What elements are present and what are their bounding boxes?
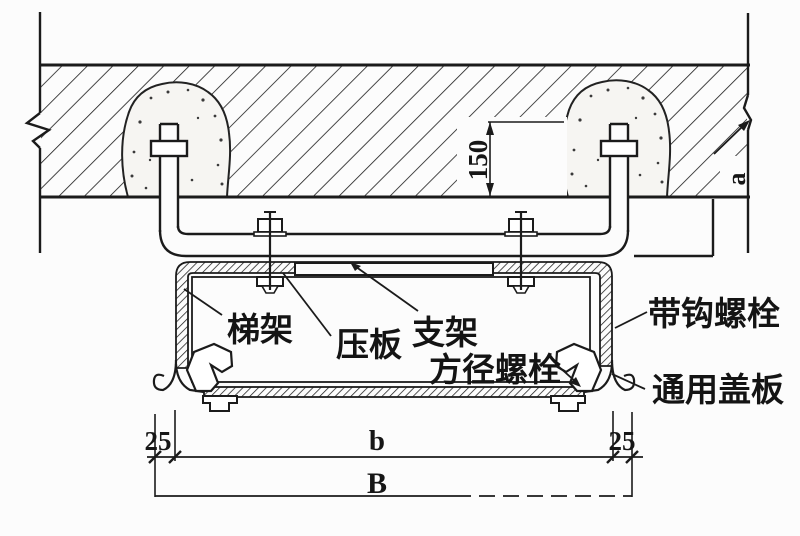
- label-clamp-plate: 压板: [336, 326, 402, 363]
- oblique-arrow-line: [713, 124, 745, 155]
- leader-arrowhead: [350, 262, 361, 271]
- label-bracket: 支架: [412, 314, 478, 351]
- cover-bolt-head: [550, 395, 586, 412]
- extension-lines: [154, 410, 633, 497]
- cover-bolt-head: [202, 395, 238, 412]
- rail-bottom-curl: [610, 359, 636, 392]
- bracket-lower-plate: [294, 262, 494, 276]
- arrowhead-ne: [738, 120, 750, 131]
- hook-bolt-left: [149, 122, 189, 234]
- label-square-neck-bolt: 方径螺栓: [429, 351, 561, 388]
- hook-bolt-and-bracket: [149, 122, 715, 258]
- leader-clamp-plate: [282, 272, 332, 337]
- arrowhead-up: [486, 122, 494, 135]
- leader-hook-bolt: [614, 311, 648, 329]
- grout-speckles: [570, 86, 664, 188]
- part-labels: 梯架 压板 支架 方径螺栓 带钩螺栓 通用盖板: [227, 295, 784, 408]
- leader-square-neck-bolt: [557, 365, 577, 383]
- arrowhead-down: [486, 183, 494, 196]
- left-break-mark: [24, 112, 52, 149]
- clip-hook: [554, 342, 603, 393]
- dimension-b: b: [369, 425, 385, 457]
- label-universal-cover: 通用盖板: [652, 371, 784, 408]
- cover-plate-section: [203, 386, 585, 398]
- anchor-nut: [599, 139, 639, 158]
- dimension-clearing: [720, 156, 752, 196]
- wall-boundaries: [24, 12, 753, 253]
- anchor-nut: [149, 139, 189, 158]
- leader-universal-cover: [611, 373, 646, 390]
- clip-hook: [185, 342, 234, 393]
- dimension-a: a: [713, 120, 751, 186]
- cover-clip-left: [152, 342, 238, 412]
- leader-bracket: [351, 263, 419, 312]
- leader-lines: [183, 263, 648, 390]
- right-break-mark: [742, 94, 753, 131]
- grout-speckles: [130, 88, 224, 190]
- clamp-bolt-right: [504, 211, 538, 294]
- dimension-embedment-depth: 150: [463, 140, 493, 181]
- label-hook-bolt: 带钩螺栓: [648, 295, 780, 332]
- leader-tray: [183, 288, 223, 316]
- dimension-25-right: 25: [609, 426, 636, 456]
- leader-arrowhead: [570, 377, 581, 387]
- bottom-dimensions: 25 25 b B: [145, 410, 643, 500]
- clamp-bolt-left: [253, 211, 287, 294]
- dimension-25-left: 25: [145, 426, 172, 456]
- dimension-slab-ref: a: [722, 173, 751, 186]
- support-bracket: [158, 199, 715, 258]
- concrete-slab: [40, 63, 752, 199]
- dimension-B: B: [367, 467, 387, 500]
- hook-bolt-right: [599, 122, 639, 234]
- dimension-clearing: [457, 117, 567, 196]
- tray-inner-contour: [191, 276, 591, 383]
- rail-bottom-curl: [152, 359, 178, 392]
- dimension-150: 150: [463, 121, 564, 196]
- cover-clip-right: [550, 342, 636, 412]
- label-tray: 梯架: [227, 311, 293, 348]
- dimension-slashes: [148, 450, 639, 464]
